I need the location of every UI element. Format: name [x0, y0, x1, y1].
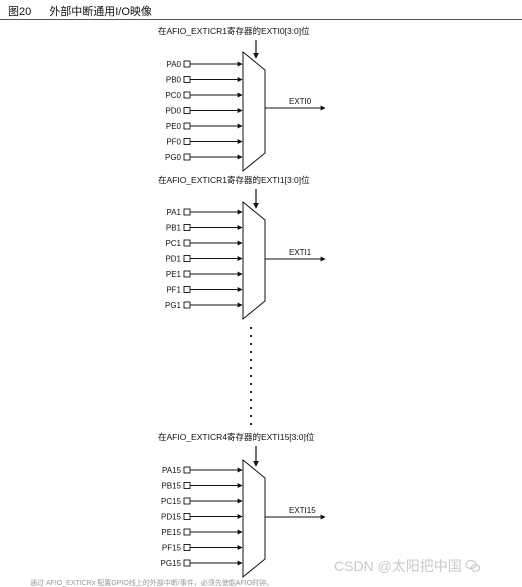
pin-label: PD0 — [165, 107, 181, 116]
register-label: 在AFIO_EXTICR1寄存器的EXTI1[3:0]位 — [158, 175, 310, 185]
mux-body — [242, 458, 266, 579]
pin-label: PG15 — [161, 559, 182, 568]
pin-box — [183, 208, 191, 216]
ellipsis-dots — [249, 326, 253, 426]
watermark-text: CSDN @太阳把中国 — [334, 558, 462, 574]
pin-label: PC15 — [161, 497, 182, 506]
pin-box — [183, 497, 191, 505]
pin-label: PB1 — [166, 224, 182, 233]
mux-input-row: PD1 — [165, 255, 243, 264]
mux-input-row: PE1 — [166, 270, 243, 279]
pin-box — [183, 239, 191, 247]
mux-input-row: PF15 — [162, 544, 243, 553]
pin-label: PG0 — [165, 153, 182, 162]
mux-body — [242, 50, 266, 173]
figure-title: 外部中断通用I/O映像 — [49, 6, 152, 18]
pin-label: PA0 — [166, 60, 181, 69]
pin-box — [183, 528, 191, 536]
pin-label: PF15 — [162, 544, 182, 553]
figure-number: 图20 — [8, 6, 32, 18]
mux-input-row: PE15 — [161, 528, 243, 537]
pin-box — [183, 559, 191, 567]
pin-label: PB15 — [161, 482, 181, 491]
pin-label: PC0 — [165, 91, 181, 100]
output-label: EXTI15 — [289, 506, 316, 515]
pin-box — [183, 301, 191, 309]
pin-box — [183, 466, 191, 474]
pin-label: PC1 — [165, 239, 181, 248]
caption-rule — [0, 19, 522, 20]
mux-input-row: PF1 — [166, 286, 243, 295]
mux-input-row: PF0 — [166, 138, 243, 147]
pin-box — [183, 60, 191, 68]
pin-box — [183, 482, 191, 489]
ellipsis-dot — [249, 406, 253, 410]
pin-label: PD15 — [161, 513, 182, 522]
pin-box — [183, 286, 191, 293]
ellipsis-dot — [249, 422, 253, 426]
mux-input-row: PC0 — [165, 91, 243, 100]
ellipsis-dot — [249, 334, 253, 338]
pin-box — [183, 513, 191, 520]
pin-label: PA15 — [162, 466, 182, 475]
mux-input-row: PG15 — [161, 559, 243, 568]
figure-caption: 图20 外部中断通用I/O映像 — [8, 3, 152, 19]
ellipsis-dot — [249, 382, 253, 386]
mux-input-row: PC1 — [165, 239, 243, 248]
mux-block: 在AFIO_EXTICR4寄存器的EXTI15[3:0]位 PA15PB15PC1… — [158, 432, 326, 579]
pin-label: PB0 — [166, 76, 182, 85]
csdn-watermark: CSDN @太阳把中国 — [334, 556, 481, 576]
pin-label: PE1 — [166, 270, 182, 279]
mux-input-row: PB1 — [166, 224, 243, 233]
mux-input-row: PC15 — [161, 497, 243, 506]
ellipsis-dot — [249, 414, 253, 418]
ellipsis-dot — [249, 350, 253, 354]
pin-box — [183, 224, 191, 231]
ellipsis-dot — [249, 374, 253, 378]
pin-label: PE0 — [166, 122, 182, 131]
pin-box — [183, 91, 191, 99]
mux-body — [242, 200, 266, 321]
mux-input-row: PE0 — [166, 122, 243, 131]
mux-input-row: PG1 — [165, 301, 243, 310]
pin-box — [183, 122, 191, 130]
mux-block: 在AFIO_EXTICR1寄存器的EXTI1[3:0]位 PA1PB1PC1PD1… — [158, 175, 326, 321]
pin-label: PA1 — [166, 208, 181, 217]
pin-label: PF1 — [166, 286, 181, 295]
pin-box — [183, 107, 191, 114]
register-label: 在AFIO_EXTICR4寄存器的EXTI15[3:0]位 — [158, 432, 315, 442]
mux-input-row: PD15 — [161, 513, 243, 522]
output-label: EXTI0 — [289, 97, 312, 106]
ellipsis-dot — [249, 398, 253, 402]
pin-box — [183, 544, 191, 551]
mux-input-row: PA0 — [166, 60, 243, 69]
mux-input-row: PB0 — [166, 76, 243, 85]
pin-label: PF0 — [166, 138, 181, 147]
pin-box — [183, 255, 191, 262]
output-label: EXTI1 — [289, 248, 312, 257]
pin-label: PD1 — [165, 255, 181, 264]
mux-input-row: PG0 — [165, 153, 243, 162]
register-label: 在AFIO_EXTICR1寄存器的EXTI0[3:0]位 — [158, 26, 310, 36]
pin-box — [183, 153, 191, 161]
mux-input-row: PD0 — [165, 107, 243, 116]
footer-fragment: 通过 AFIO_EXTICRx 配置GPIO线上的外部中断/事件，必须先使能AF… — [30, 580, 274, 587]
mux-input-row: PA1 — [166, 208, 243, 217]
ellipsis-dot — [249, 390, 253, 394]
pin-box — [183, 76, 191, 83]
wechat-icon — [465, 559, 481, 572]
ellipsis-dot — [249, 366, 253, 370]
pin-label: PE15 — [161, 528, 181, 537]
pin-box — [183, 138, 191, 145]
ellipsis-dot — [249, 358, 253, 362]
mux-input-row: PA15 — [162, 466, 243, 475]
ellipsis-dot — [249, 326, 253, 330]
mux-block: 在AFIO_EXTICR1寄存器的EXTI0[3:0]位 PA0PB0PC0PD0… — [158, 26, 326, 173]
pin-label: PG1 — [165, 301, 182, 310]
mux-input-row: PB15 — [161, 482, 243, 491]
pin-box — [183, 270, 191, 278]
ellipsis-dot — [249, 342, 253, 346]
